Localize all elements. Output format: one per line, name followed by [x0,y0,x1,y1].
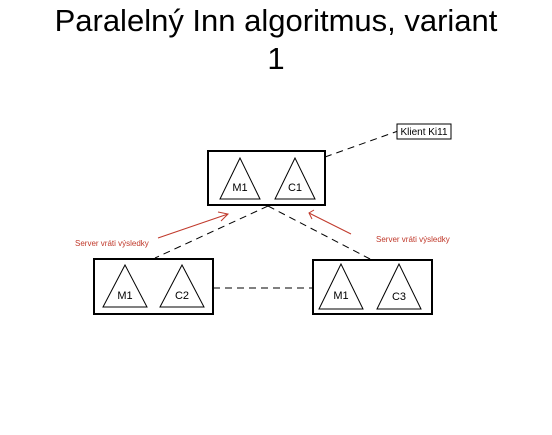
arrow-left-head [217,211,230,222]
arrow-right-shaft [308,212,352,235]
result-arrows [157,209,352,239]
connector-top-to-bottom-left [154,205,269,259]
node-bottom-right-left-label: M1 [333,290,348,302]
client-label: Klient Ki11 [400,127,448,138]
node-top: M1 C1 [207,150,326,206]
connector-top-to-bottom-right [267,205,373,261]
slide-title: Paralelný Inn algoritmus, variant 1 [0,2,552,78]
slide-title-line-1: Paralelný Inn algoritmus, variant [54,3,498,38]
connector-client-to-top [324,130,399,158]
node-bottom-left: M1 C2 [93,258,214,315]
triangle-c2-bottom-left [159,263,205,308]
client-label-box: Klient Ki11 [396,123,452,140]
triangle-c1-top [274,156,316,200]
triangle-c3-bottom-right [376,262,422,310]
annotation-right: Server vráti výsledky [376,235,450,244]
node-bottom-right-right-label: C3 [392,291,406,303]
triangle-m1-top [219,156,261,200]
arrow-left-shaft [157,213,229,239]
node-bottom-left-left-label: M1 [117,290,132,302]
arrow-right-head [308,209,315,220]
annotation-left: Server vráti výsledky [75,239,149,248]
triangle-m1-bottom-left [102,263,148,308]
node-bottom-right: M1 C3 [312,259,433,315]
slide-title-line-2: 1 [267,41,285,76]
node-top-right-label: C1 [288,182,302,194]
node-bottom-left-right-label: C2 [175,290,189,302]
node-top-left-label: M1 [232,182,247,194]
connector-lines [154,130,399,289]
triangle-m1-bottom-right [318,262,364,310]
